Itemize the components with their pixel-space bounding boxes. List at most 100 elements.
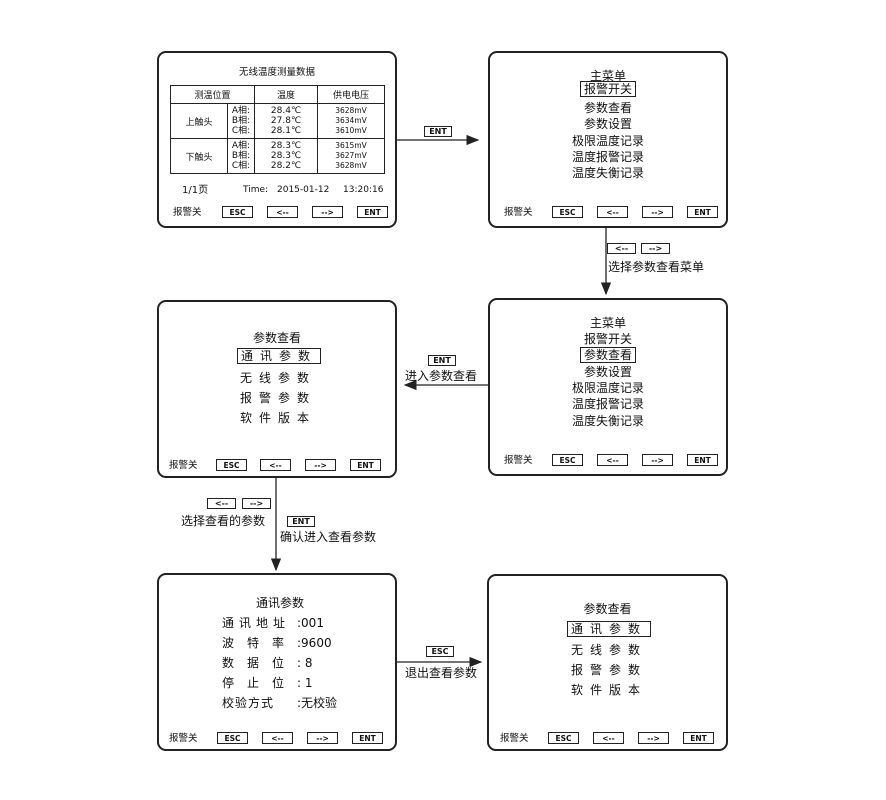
menu-item[interactable]: 参数设置 (583, 117, 632, 131)
transition-left-key: <-- (607, 243, 636, 254)
screen-param-view-1: 参数查看 通讯参数 无线参数 报警参数 软件版本 报警关 ESC <-- -->… (157, 300, 397, 478)
comm-value-stopbits: : 1 (297, 676, 313, 690)
clock-value: 13:20:16 (343, 185, 384, 195)
screen-main-menu-1: 主菜单 报警开关 参数查看 参数设置 极限温度记录 温度报警记录 温度失衡记录 … (488, 51, 728, 228)
right-button[interactable]: --> (642, 454, 673, 466)
menu-item[interactable]: 温度报警记录 (571, 150, 644, 164)
ent-button[interactable]: ENT (687, 454, 718, 466)
temp-value: 28.4℃ (270, 106, 302, 116)
menu-item[interactable]: 温度报警记录 (571, 397, 644, 411)
menu-item[interactable]: 极限温度记录 (571, 381, 644, 395)
right-button[interactable]: --> (305, 459, 336, 471)
param-item[interactable]: 软件版本 (571, 683, 648, 697)
volt-value: 3627mV (335, 151, 367, 160)
menu-item[interactable]: 报警开关 (583, 332, 632, 346)
param-view-title: 参数查看 (583, 602, 632, 616)
param-item[interactable]: 报警参数 (571, 663, 648, 677)
esc-button[interactable]: ESC (217, 732, 248, 744)
right-button[interactable]: --> (307, 732, 338, 744)
ent-button[interactable]: ENT (350, 459, 381, 471)
menu-item-selected[interactable]: 报警开关 (579, 81, 636, 97)
time-label: Time: (243, 185, 269, 195)
transition-select-param-menu: 选择参数查看菜单 (608, 260, 705, 274)
ent-button[interactable]: ENT (687, 206, 718, 218)
alarm-off-label: 报警关 (504, 455, 533, 466)
screen-comm-params: 通讯参数 通讯地址 :001 波特率 :9600 数据位 : 8 停止位 : 1… (157, 573, 397, 751)
phase-b: B相: (231, 116, 251, 126)
comm-value-address: :001 (297, 616, 324, 630)
menu-item[interactable]: 温度失衡记录 (571, 166, 644, 180)
left-button[interactable]: <-- (260, 459, 291, 471)
phase-b: B相: (231, 151, 251, 161)
screen-measurement-data: 无线温度测量数据 测温位置 温度 供电电压 上触头 A相: B相: C相: 28… (157, 51, 397, 228)
left-button[interactable]: <-- (267, 206, 298, 218)
page-indicator: 1/1页 (182, 185, 209, 196)
measurement-table: 测温位置 温度 供电电压 上触头 A相: B相: C相: 28.4℃ 27.8℃… (170, 85, 385, 174)
menu-title: 主菜单 (589, 69, 626, 83)
alarm-off-label: 报警关 (500, 733, 529, 744)
left-button[interactable]: <-- (593, 732, 624, 744)
transition-left-key: <-- (207, 498, 236, 509)
param-item-selected[interactable]: 通讯参数 (567, 621, 652, 637)
menu-item[interactable]: 极限温度记录 (571, 134, 644, 148)
esc-button[interactable]: ESC (222, 206, 253, 218)
screen-param-view-2: 参数查看 通讯参数 无线参数 报警参数 软件版本 报警关 ESC <-- -->… (487, 574, 728, 751)
comm-label-baud: 波特率 (222, 636, 298, 650)
right-button[interactable]: --> (642, 206, 673, 218)
ent-button[interactable]: ENT (352, 732, 383, 744)
ent-button[interactable]: ENT (357, 206, 388, 218)
volt-value: 3634mV (335, 116, 367, 125)
header-voltage: 供电电压 (317, 85, 385, 104)
transition-ent-key: ENT (424, 126, 452, 137)
param-item-selected[interactable]: 通讯参数 (237, 348, 322, 364)
temp-value: 27.8℃ (270, 116, 302, 126)
menu-item[interactable]: 参数设置 (583, 365, 632, 379)
comm-value-databits: : 8 (297, 656, 313, 670)
transition-exit-param-view: 退出查看参数 (405, 666, 478, 680)
comm-value-baud: :9600 (297, 636, 332, 650)
temp-value: 28.2℃ (270, 161, 302, 171)
transition-right-key: --> (641, 243, 670, 254)
alarm-off-label: 报警关 (169, 460, 198, 471)
right-button[interactable]: --> (638, 732, 669, 744)
transition-ent-key: ENT (287, 516, 315, 527)
left-button[interactable]: <-- (262, 732, 293, 744)
volt-value: 3628mV (335, 161, 367, 170)
phase-a: A相: (231, 141, 251, 151)
comm-label-databits: 数据位 (222, 656, 298, 670)
menu-item[interactable]: 温度失衡记录 (571, 414, 644, 428)
screen1-title: 无线温度测量数据 (238, 67, 315, 78)
alarm-off-label: 报警关 (504, 207, 533, 218)
transition-select-param: 选择查看的参数 (181, 514, 266, 528)
transition-ent-key: ENT (428, 355, 456, 366)
param-item[interactable]: 无线参数 (240, 371, 317, 385)
esc-button[interactable]: ESC (216, 459, 247, 471)
esc-button[interactable]: ESC (552, 206, 583, 218)
param-item[interactable]: 无线参数 (571, 643, 648, 657)
volt-value: 3615mV (335, 141, 367, 150)
param-item[interactable]: 报警参数 (240, 391, 317, 405)
upper-contact-label: 上触头 (170, 103, 228, 139)
left-button[interactable]: <-- (597, 454, 628, 466)
comm-label-stopbits: 停止位 (222, 676, 298, 690)
param-item[interactable]: 软件版本 (240, 411, 317, 425)
esc-button[interactable]: ESC (552, 454, 583, 466)
transition-confirm-view: 确认进入查看参数 (280, 530, 377, 544)
volt-value: 3628mV (335, 106, 367, 115)
right-button[interactable]: --> (312, 206, 343, 218)
lower-contact-label: 下触头 (170, 138, 228, 174)
alarm-off-label: 报警关 (169, 733, 198, 744)
ent-button[interactable]: ENT (683, 732, 714, 744)
esc-button[interactable]: ESC (548, 732, 579, 744)
comm-label-address: 通讯地址 (222, 616, 291, 630)
temp-value: 28.1℃ (270, 126, 302, 136)
menu-item-selected[interactable]: 参数查看 (579, 347, 636, 363)
left-button[interactable]: <-- (597, 206, 628, 218)
alarm-off-label: 报警关 (173, 207, 202, 218)
header-location: 测温位置 (170, 85, 255, 104)
temp-value: 28.3℃ (270, 141, 302, 151)
phase-a: A相: (231, 106, 251, 116)
phase-c: C相: (231, 126, 251, 136)
menu-item[interactable]: 参数查看 (583, 101, 632, 115)
